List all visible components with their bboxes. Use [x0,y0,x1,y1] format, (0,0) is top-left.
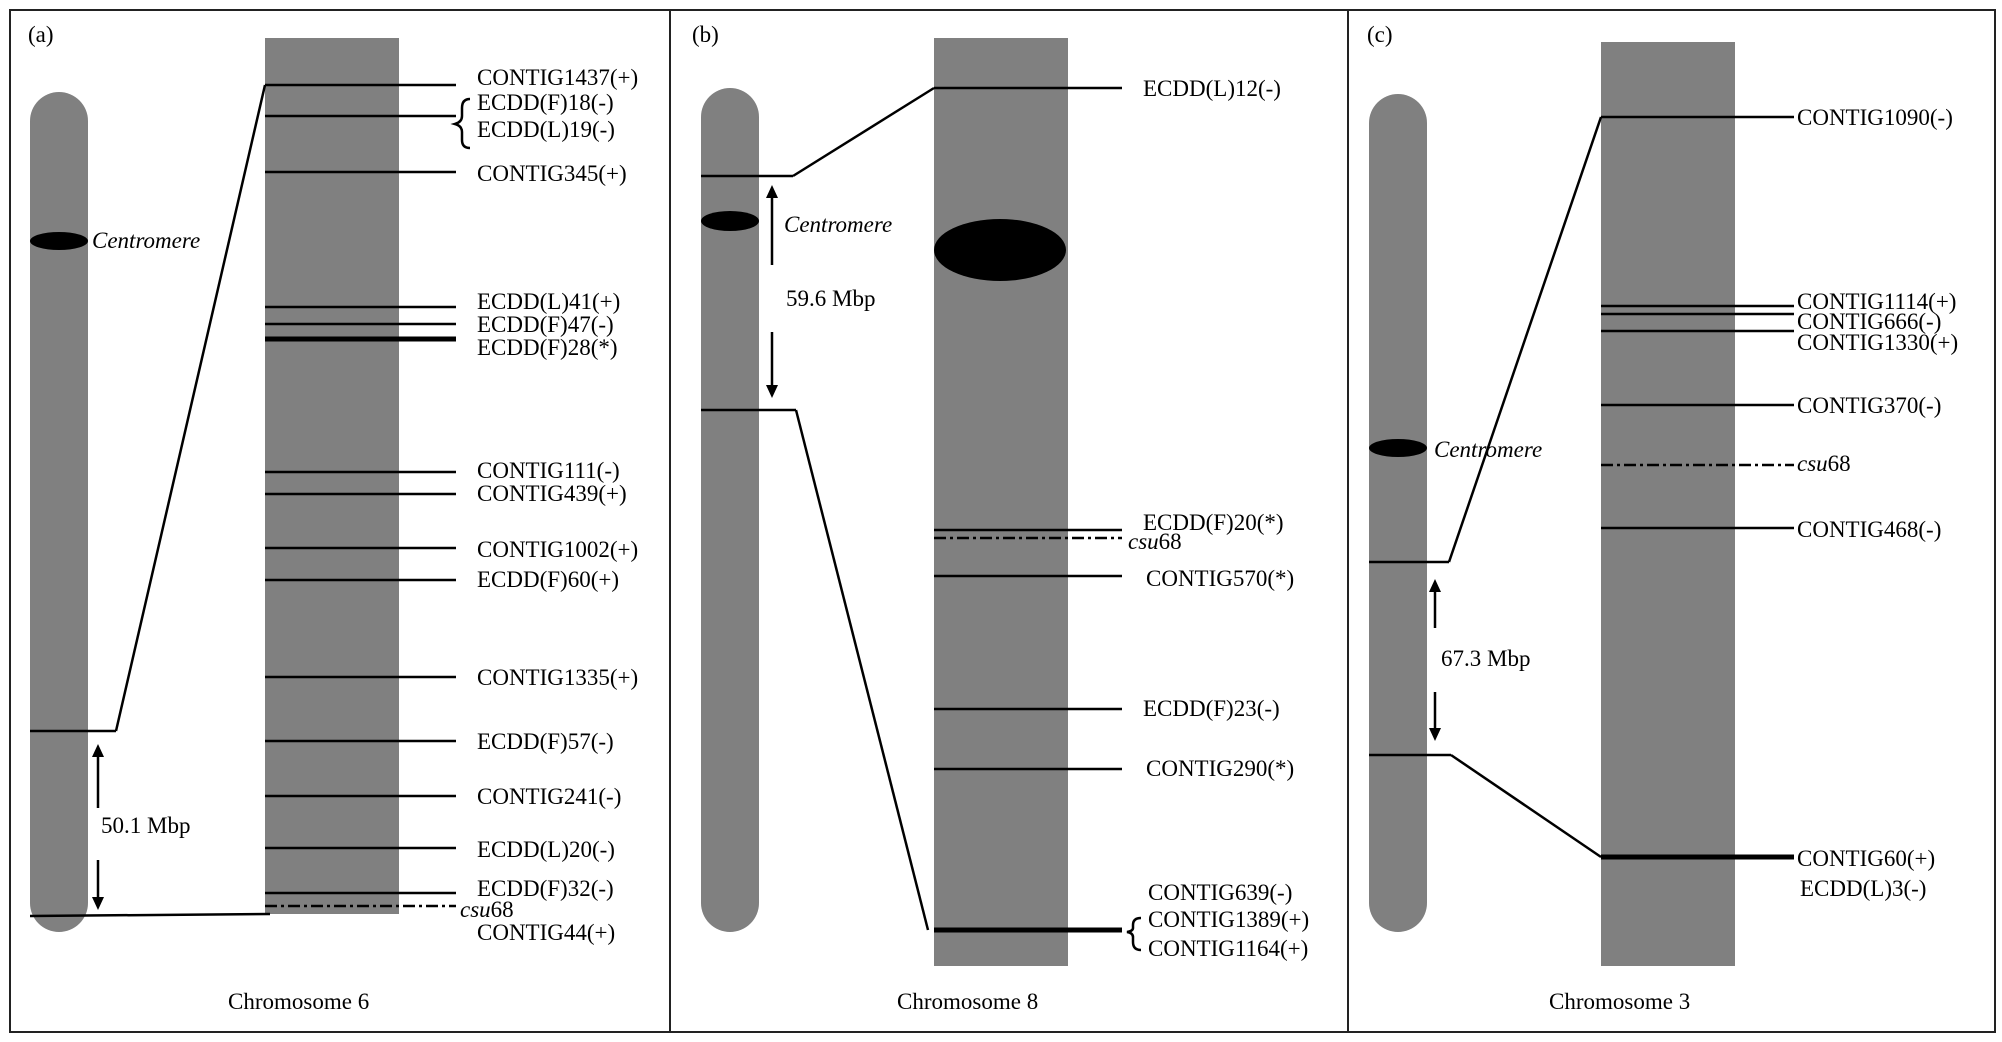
panel-letter: (b) [692,22,719,47]
zoom-connector-bottom [794,409,930,931]
zoom-connector-top [114,84,267,732]
expanded-region [934,38,1068,966]
marker-lines [265,83,456,908]
marker-label: CONTIG1335(+) [477,665,638,690]
chromosome-ideogram [30,92,88,932]
grouping-brace [450,97,471,150]
marker-label: CONTIG370(-) [1797,393,1941,418]
marker-label: CONTIG1389(+) [1148,907,1309,932]
marker-label: CONTIG1437(+) [477,65,638,90]
figure-border [9,9,1996,1033]
marker-label: ECDD(F)18(-) [477,90,614,115]
distance-label: 59.6 Mbp [786,286,875,311]
marker-label: CONTIG1002(+) [477,537,638,562]
marker-label: ECDD(F)20(*) [1143,510,1284,535]
arrowhead [1429,579,1441,592]
arrowhead [766,385,778,398]
chromosome-ideogram [701,88,759,932]
arrowhead [1429,728,1441,741]
chromosome-title: Chromosome 3 [1549,989,1690,1014]
csu68-label: csu68 [1797,451,1851,476]
panel-letter: (a) [28,22,54,47]
panel-letter: (c) [1367,22,1393,47]
arrowhead [766,185,778,198]
marker-label: ECDD(F)57(-) [477,729,614,754]
marker-label: CONTIG1114(+) [1797,289,1956,314]
chromosome-ideogram [1369,94,1427,932]
centromere-label: Centromere [92,228,200,253]
panel-a: (a) Centromere 50.1 Mbp [28,22,638,1014]
expanded-region [1601,42,1735,966]
marker-lines [934,86,1122,933]
centromere-marker [701,211,759,231]
centromere-label: Centromere [784,212,892,237]
zoom-connector-top [792,86,935,178]
marker-label: CONTIG1090(-) [1797,105,1953,130]
centromere-marker [934,219,1066,281]
expanded-region [265,38,399,914]
marker-label: CONTIG639(-) [1148,880,1292,905]
grouping-brace [1126,916,1142,952]
zoom-connector-top [1447,116,1603,563]
marker-lines [1601,115,1794,860]
marker-label: CONTIG1164(+) [1148,936,1308,961]
chromosome-title: Chromosome 8 [897,989,1038,1014]
marker-label: CONTIG439(+) [477,481,627,506]
marker-label: CONTIG345(+) [477,161,627,186]
marker-label: CONTIG468(-) [1797,517,1941,542]
chromosome-title: Chromosome 6 [228,989,369,1014]
csu68-label: csu68 [1128,529,1182,554]
distance-label: 67.3 Mbp [1441,646,1530,671]
marker-label: ECDD(L)19(-) [477,117,615,142]
marker-label: ECDD(F)28(*) [477,335,618,360]
marker-label: CONTIG570(*) [1146,566,1294,591]
marker-label: ECDD(F)47(-) [477,312,614,337]
zoom-connector-bottom [29,912,271,918]
marker-label: CONTIG1330(+) [1797,330,1958,355]
arrowhead [92,897,104,910]
arrowhead [92,744,104,757]
panel-b: (b) Centromere 59.6 Mbp ECDD(L)12(-) [692,22,1309,1014]
distance-label: 50.1 Mbp [101,813,190,838]
marker-label: CONTIG60(+) [1797,846,1935,871]
marker-label: ECDD(L)3(-) [1800,876,1926,901]
marker-label: ECDD(L)20(-) [477,837,615,862]
csu68-label: csu68 [460,897,514,922]
marker-label: ECDD(L)41(+) [477,289,620,314]
marker-label: CONTIG290(*) [1146,756,1294,781]
centromere-marker [30,232,88,250]
zoom-connector-bottom [1450,753,1602,859]
marker-label: CONTIG666(-) [1797,309,1941,334]
marker-label: ECDD(L)12(-) [1143,76,1281,101]
marker-label: CONTIG44(+) [477,920,615,945]
marker-label: ECDD(F)60(+) [477,567,619,592]
marker-label: CONTIG241(-) [477,784,621,809]
marker-label: ECDD(F)23(-) [1143,696,1280,721]
marker-label: ECDD(F)32(-) [477,876,614,901]
panel-c: (c) Centromere 67.3 Mbp CONTIG1090(-) CO… [1367,22,1958,1014]
centromere-marker [1369,439,1427,457]
marker-label: CONTIG111(-) [477,458,620,483]
